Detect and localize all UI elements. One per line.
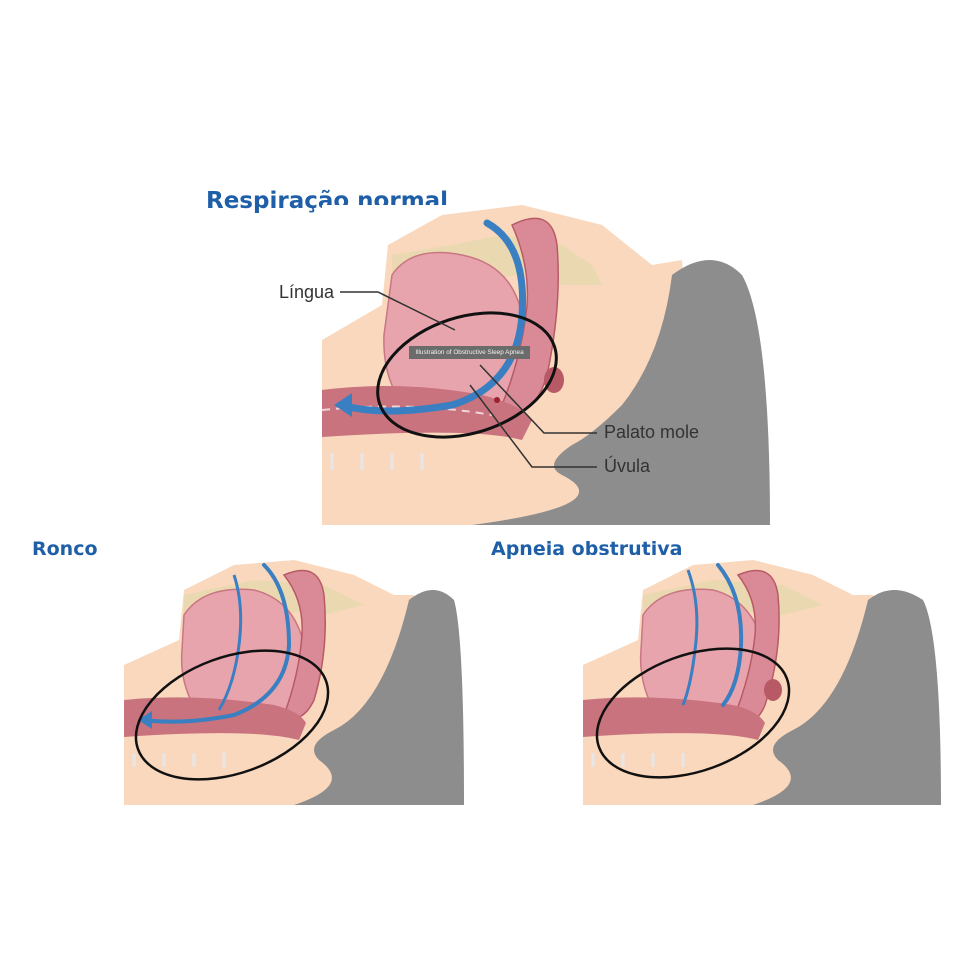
airflow-arrow-blocked [716, 563, 744, 707]
pillow [753, 590, 941, 805]
airway-highlight-ellipse [134, 649, 330, 781]
title-obstructive-apnea: Apneia obstrutiva [491, 538, 683, 560]
illustration-normal-breathing [322, 205, 770, 525]
pillow [472, 260, 770, 525]
image-caption-tooltip: Illustration of Obstructive Sleep Apnea [409, 346, 530, 359]
illustration-obstructive-apnea [583, 555, 943, 805]
soft-palate-tissue [282, 569, 326, 719]
trachea [583, 697, 765, 740]
title-snoring: Ronco [32, 538, 98, 560]
airway-highlight-ellipse [595, 647, 791, 779]
illustration-snoring [124, 555, 464, 805]
pillow [294, 590, 464, 805]
label-soft-palate: Palato mole [604, 422, 700, 442]
label-uvula: Úvula [604, 456, 651, 476]
airflow-arrow [142, 563, 292, 724]
label-tongue: Língua [279, 282, 335, 302]
